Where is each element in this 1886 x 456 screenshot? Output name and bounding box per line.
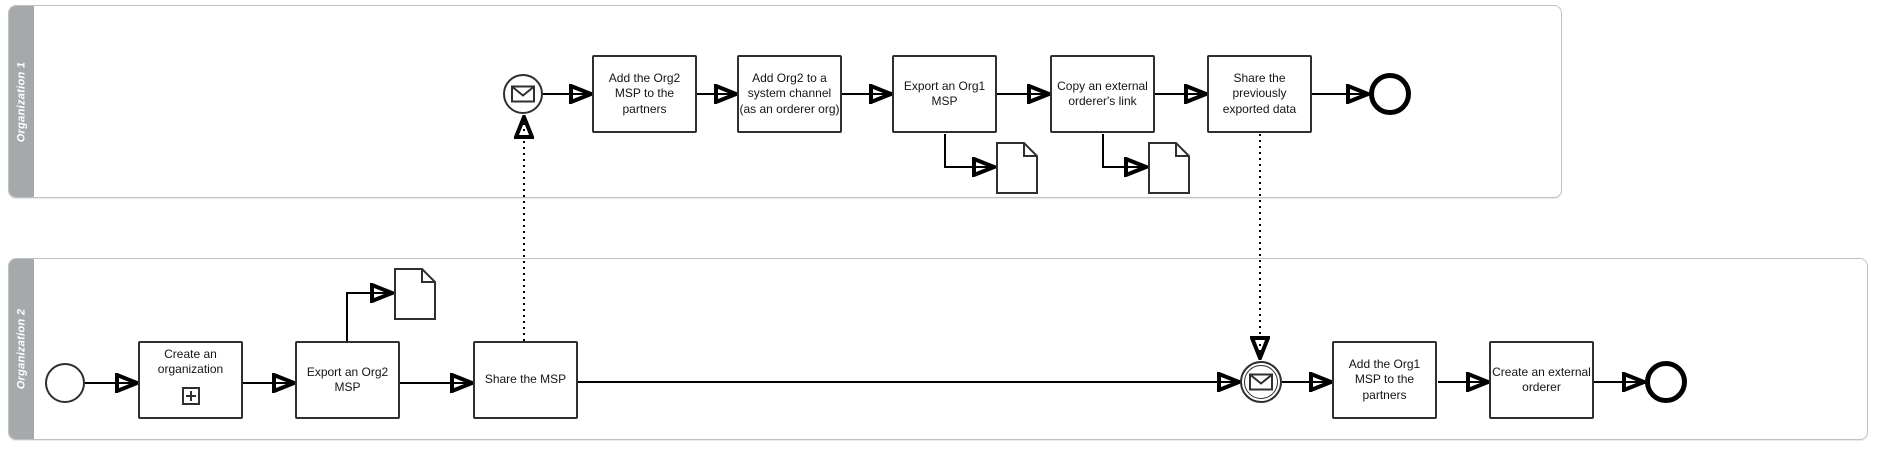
data-association[interactable] [346,293,392,341]
task-label: Export an Org2 MSP [306,364,389,394]
document-icon [394,268,436,320]
task-copy-external-orderer-link[interactable]: Copy an external orderer's link [1050,55,1155,133]
task-export-org2-msp[interactable]: Export an Org2 MSP [295,341,400,419]
org1-message-start-event[interactable] [503,74,543,114]
data-association[interactable] [944,134,994,167]
task-create-external-orderer[interactable]: Create an external orderer [1489,341,1594,419]
task-label: Create an organization [157,347,224,377]
task-export-org1-msp[interactable]: Export an Org1 MSP [892,55,997,133]
task-label: Create an external orderer [1492,364,1591,394]
org2-start-event[interactable] [45,363,85,403]
pool-organization-1[interactable]: Organization 1 [8,5,1562,198]
task-create-organization[interactable]: Create an organization [138,341,243,419]
data-association[interactable] [1102,134,1146,167]
task-share-exported-data[interactable]: Share the previously exported data [1207,55,1312,133]
document-icon [1148,142,1190,194]
task-add-org1-msp[interactable]: Add the Org1 MSP to the partners [1332,341,1437,419]
subprocess-plus-icon[interactable] [181,387,200,405]
task-add-org2-system-channel[interactable]: Add Org2 to a system channel (as an orde… [737,55,842,133]
lane-header-organization-1[interactable]: Organization 1 [9,6,34,197]
lane-header-organization-2[interactable]: Organization 2 [9,259,34,439]
org1-end-event[interactable] [1369,73,1411,115]
task-label: Add the Org1 MSP to the partners [1348,356,1421,402]
task-label: Copy an external orderer's link [1057,78,1148,108]
data-object-org1-msp[interactable] [996,142,1038,194]
task-share-msp[interactable]: Share the MSP [473,341,578,419]
task-label: Export an Org1 MSP [903,78,986,108]
org2-end-event[interactable] [1645,361,1687,403]
task-label: Share the previously exported data [1222,70,1297,116]
event-inner-ring [1244,365,1278,399]
task-label: Add Org2 to a system channel (as an orde… [739,70,840,116]
message-envelope-icon [511,85,535,103]
pool-organization-2[interactable]: Organization 2 [8,258,1868,440]
data-object-orderer-link[interactable] [1148,142,1190,194]
task-label: Add the Org2 MSP to the partners [608,70,681,116]
data-object-org2-msp[interactable] [394,268,436,320]
task-add-org2-msp[interactable]: Add the Org2 MSP to the partners [592,55,697,133]
task-label: Share the MSP [484,372,567,387]
document-icon [996,142,1038,194]
org2-message-catch-event[interactable] [1240,361,1282,403]
